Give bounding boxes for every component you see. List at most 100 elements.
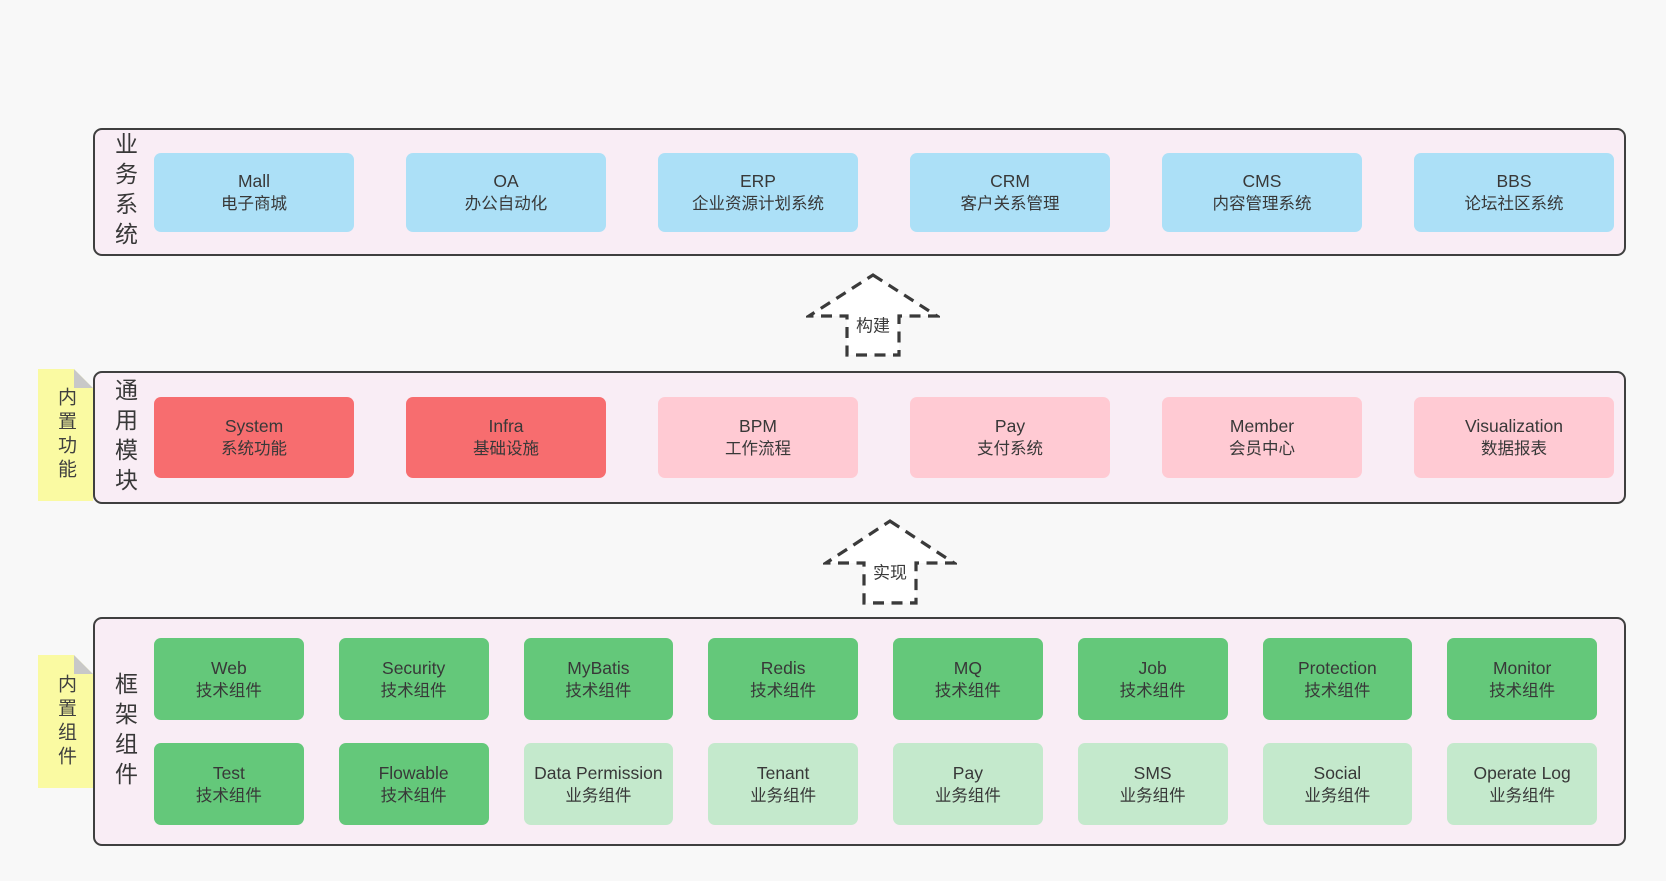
implement-arrow: 实现: [823, 518, 957, 606]
box-title: Operate Log: [1473, 762, 1571, 783]
box-title: CMS: [1242, 170, 1282, 191]
box-subtitle: 技术组件: [750, 681, 817, 700]
box-title: Pay: [952, 762, 983, 783]
box-system: System 系统功能: [154, 397, 354, 478]
box-title: OA: [493, 170, 519, 191]
panel-business-systems: 业务系统 Mall 电子商城 OA 办公自动化 ERP 企业资源计划系统 CRM…: [93, 128, 1626, 256]
build-arrow-label: 构建: [853, 310, 893, 338]
box-title: Monitor: [1492, 657, 1552, 678]
box-subtitle: 技术组件: [1119, 681, 1186, 700]
box-subtitle: 业务组件: [1119, 786, 1186, 805]
box-subtitle: 技术组件: [380, 681, 447, 700]
section-label-text: 框架组件: [111, 671, 138, 792]
box-pay: Pay 支付系统: [910, 397, 1110, 478]
box-crm: CRM 客户关系管理: [910, 152, 1110, 232]
section-label-business: 业务系统: [95, 130, 154, 254]
box-subtitle: 技术组件: [1489, 681, 1556, 700]
box-security: Security 技术组件: [338, 638, 489, 720]
box-title: Test: [212, 762, 245, 783]
box-title: Protection: [1297, 657, 1377, 678]
box-title: MyBatis: [567, 657, 630, 678]
box-title: Job: [1138, 657, 1167, 678]
box-subtitle: 业务组件: [750, 786, 817, 805]
box-operate-log: Operate Log 业务组件: [1447, 743, 1597, 825]
panel-framework-components: 框架组件 Web 技术组件 Security 技术组件 MyBatis 技术组件…: [93, 617, 1626, 846]
section-label-components: 框架组件: [95, 619, 154, 844]
box-subtitle: 业务组件: [1304, 786, 1371, 805]
box-subtitle: 技术组件: [934, 681, 1001, 700]
box-title: Web: [211, 657, 247, 678]
box-title: BPM: [739, 416, 777, 437]
box-subtitle: 基础设施: [473, 440, 539, 459]
box-title: Member: [1229, 416, 1295, 437]
box-subtitle: 会员中心: [1229, 440, 1295, 459]
box-title: Redis: [760, 657, 806, 678]
box-oa: OA 办公自动化: [406, 152, 606, 232]
box-social: Social 业务组件: [1262, 743, 1413, 825]
box-visualization: Visualization 数据报表: [1414, 397, 1614, 478]
box-subtitle: 业务组件: [1489, 786, 1556, 805]
box-title: Tenant: [756, 762, 810, 783]
box-infra: Infra 基础设施: [406, 397, 606, 478]
box-member: Member 会员中心: [1162, 397, 1362, 478]
panel-common-modules: 通用模块 System 系统功能 Infra 基础设施 BPM 工作流程 Pay…: [93, 371, 1626, 504]
box-subtitle: 数据报表: [1481, 440, 1547, 459]
box-subtitle: 技术组件: [195, 786, 262, 805]
box-subtitle: 技术组件: [565, 681, 632, 700]
box-subtitle: 工作流程: [725, 440, 791, 459]
section-label-modules: 通用模块: [95, 373, 154, 502]
box-subtitle: 内容管理系统: [1212, 194, 1312, 213]
section-label-text: 通用模块: [111, 377, 138, 498]
box-title: Security: [382, 657, 446, 678]
box-mall: Mall 电子商城: [154, 152, 354, 232]
box-title: Visualization: [1465, 416, 1563, 437]
box-title: Pay: [994, 416, 1026, 437]
box-title: Mall: [237, 170, 271, 191]
business-boxes: Mall 电子商城 OA 办公自动化 ERP 企业资源计划系统 CRM 客户关系…: [154, 130, 1624, 254]
box-subtitle: 系统功能: [221, 440, 287, 459]
box-web: Web 技术组件: [154, 638, 304, 720]
implement-arrow-label: 实现: [870, 557, 910, 585]
build-arrow: 构建: [806, 272, 940, 358]
box-title: Infra: [488, 416, 524, 437]
box-subtitle: 技术组件: [380, 786, 447, 805]
box-subtitle: 论坛社区系统: [1464, 194, 1564, 213]
box-title: Data Permission: [534, 762, 663, 783]
note-built-in-features: 内置功能: [38, 369, 93, 501]
box-title: Flowable: [378, 762, 449, 783]
component-row-1: Web 技术组件 Security 技术组件 MyBatis 技术组件 Redi…: [154, 638, 1597, 720]
box-subtitle: 技术组件: [195, 681, 262, 700]
box-bpm: BPM 工作流程: [658, 397, 858, 478]
module-boxes: System 系统功能 Infra 基础设施 BPM 工作流程 Pay 支付系统…: [154, 373, 1624, 502]
box-subtitle: 办公自动化: [464, 194, 548, 213]
box-flowable: Flowable 技术组件: [338, 743, 489, 825]
box-test: Test 技术组件: [154, 743, 304, 825]
box-title: SMS: [1133, 762, 1172, 783]
box-mq: MQ 技术组件: [893, 638, 1043, 720]
box-erp: ERP 企业资源计划系统: [658, 152, 858, 232]
box-subtitle: 业务组件: [565, 786, 632, 805]
note-text: 内置组件: [55, 673, 76, 770]
note-built-in-components: 内置组件: [38, 655, 93, 788]
box-title: System: [224, 416, 284, 437]
box-cms: CMS 内容管理系统: [1162, 152, 1362, 232]
section-label-text: 业务系统: [111, 132, 138, 252]
box-job: Job 技术组件: [1077, 638, 1228, 720]
box-subtitle: 业务组件: [934, 786, 1001, 805]
box-subtitle: 客户关系管理: [960, 194, 1060, 213]
box-subtitle: 技术组件: [1304, 681, 1371, 700]
box-title: CRM: [990, 170, 1030, 191]
component-row-2: Test 技术组件 Flowable 技术组件 Data Permission …: [154, 743, 1597, 825]
box-bbs: BBS 论坛社区系统: [1414, 152, 1614, 232]
box-subtitle: 支付系统: [977, 440, 1043, 459]
box-monitor: Monitor 技术组件: [1447, 638, 1597, 720]
box-pay-component: Pay 业务组件: [893, 743, 1043, 825]
box-subtitle: 企业资源计划系统: [692, 194, 824, 213]
box-protection: Protection 技术组件: [1262, 638, 1413, 720]
box-mybatis: MyBatis 技术组件: [523, 638, 674, 720]
component-boxes: Web 技术组件 Security 技术组件 MyBatis 技术组件 Redi…: [154, 619, 1624, 844]
box-title: Social: [1313, 762, 1362, 783]
box-sms: SMS 业务组件: [1077, 743, 1228, 825]
box-title: ERP: [740, 170, 776, 191]
